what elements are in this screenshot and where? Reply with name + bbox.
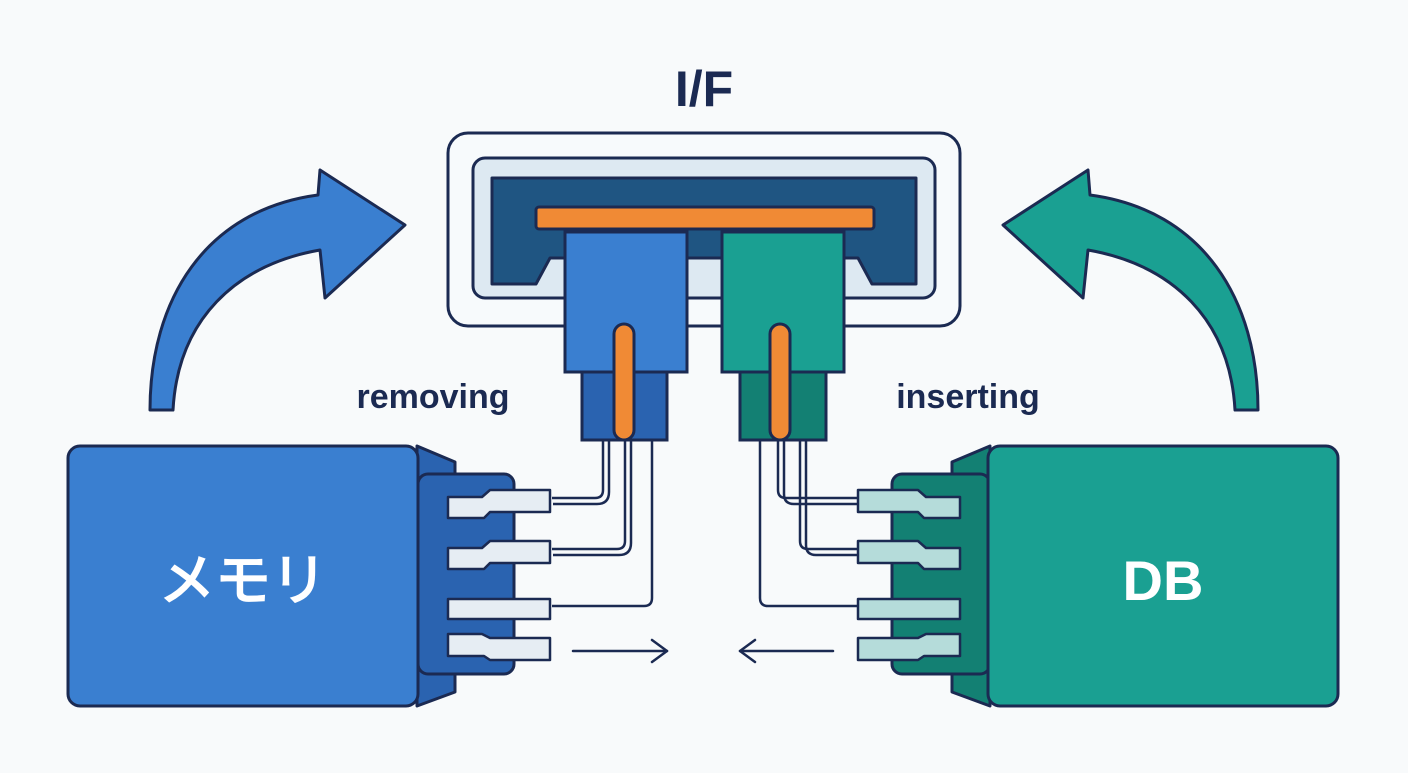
inserting-curved-arrow	[1001, 168, 1260, 412]
removing-label: removing	[356, 378, 509, 416]
memory-module: メモリ	[66, 444, 552, 708]
port-contact-strip	[534, 205, 876, 231]
memory-pins	[446, 488, 552, 662]
db-wires	[758, 440, 858, 608]
memory-plug	[563, 230, 689, 442]
memory-wires	[552, 440, 654, 608]
db-pins	[856, 488, 962, 662]
db-plug	[720, 230, 846, 442]
inserting-label: inserting	[896, 378, 1040, 416]
db-label: DB	[1123, 549, 1204, 612]
right-direction-arrow	[571, 638, 669, 664]
left-direction-arrow	[738, 638, 835, 664]
memory-label: メモリ	[159, 549, 327, 612]
interface-port	[446, 131, 962, 328]
removing-curved-arrow	[148, 168, 407, 412]
interface-title: I/F	[675, 61, 733, 117]
db-module: DB	[856, 444, 1340, 708]
